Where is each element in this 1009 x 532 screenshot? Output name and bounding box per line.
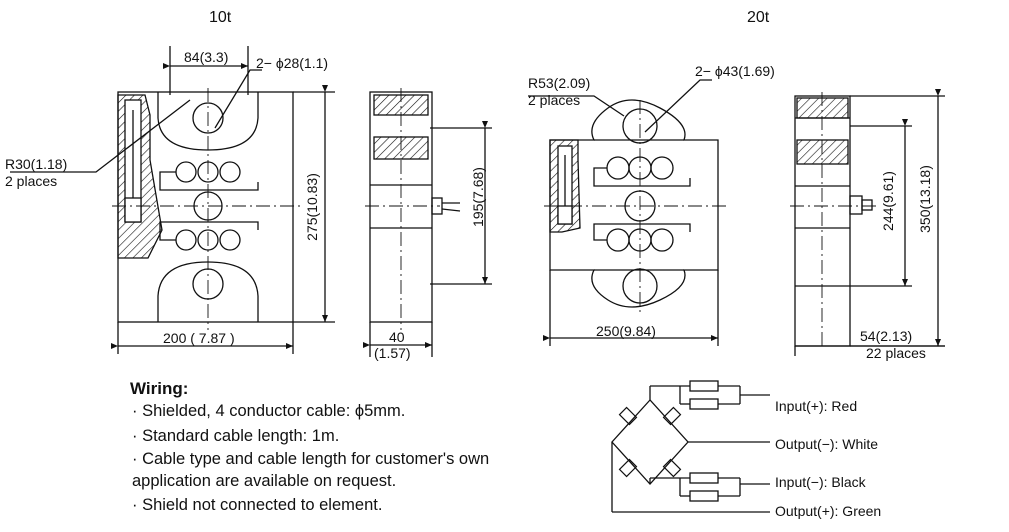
width-20t: 250(9.84)	[596, 323, 656, 339]
radius-label-10t: R30(1.18)	[5, 156, 68, 172]
legend-input-negative: Input(−): Black	[775, 474, 866, 490]
height-total-10t: 275(10.83)	[304, 173, 320, 241]
bridge-diagram	[611, 380, 770, 513]
places-20t: 22 places	[866, 345, 926, 361]
side-view-10t	[363, 88, 492, 357]
thickness-20t: 54(2.13)	[860, 328, 913, 344]
wiring-note-4: application are available on request.	[132, 472, 397, 490]
title-20t: 20t	[747, 9, 770, 26]
side-view-20t	[790, 89, 945, 356]
wiring-note-2: · Standard cable length: 1m.	[132, 427, 340, 445]
front-view-10t	[10, 69, 300, 330]
height-holes-20t: 244(9.61)	[880, 171, 896, 231]
wiring-note-5: · Shield not connected to element.	[132, 496, 383, 514]
legend-output-positive: Output(+): Green	[775, 503, 882, 519]
radius-places-20t: 2 places	[528, 92, 581, 108]
width-10t: 200 ( 7.87 )	[163, 330, 235, 346]
hole-label-20t: 2− ϕ43(1.69)	[695, 63, 775, 79]
legend-input-positive: Input(+): Red	[775, 398, 858, 414]
title-10t: 10t	[209, 9, 232, 26]
thickness-in-10t: (1.57)	[374, 345, 411, 361]
thickness-10t: 40	[389, 329, 405, 345]
legend-output-negative: Output(−): White	[775, 436, 879, 452]
radius-places-10t: 2 places	[5, 173, 58, 189]
wiring-heading: Wiring:	[130, 379, 189, 398]
front-view-20t	[528, 79, 726, 346]
radius-label-20t: R53(2.09)	[528, 75, 591, 91]
wiring-note-1: · Shielded, 4 conductor cable: ϕ5mm.	[132, 402, 406, 420]
wiring-note-3: · Cable type and cable length for custom…	[132, 450, 490, 468]
height-total-20t: 350(13.18)	[917, 165, 933, 233]
dims-10t	[111, 46, 335, 354]
hole-label-10t: 2− ϕ28(1.1)	[256, 55, 329, 71]
height-holes-10t: 195(7.68)	[470, 167, 486, 227]
dim-top-width-10t: 84(3.3)	[184, 49, 229, 65]
